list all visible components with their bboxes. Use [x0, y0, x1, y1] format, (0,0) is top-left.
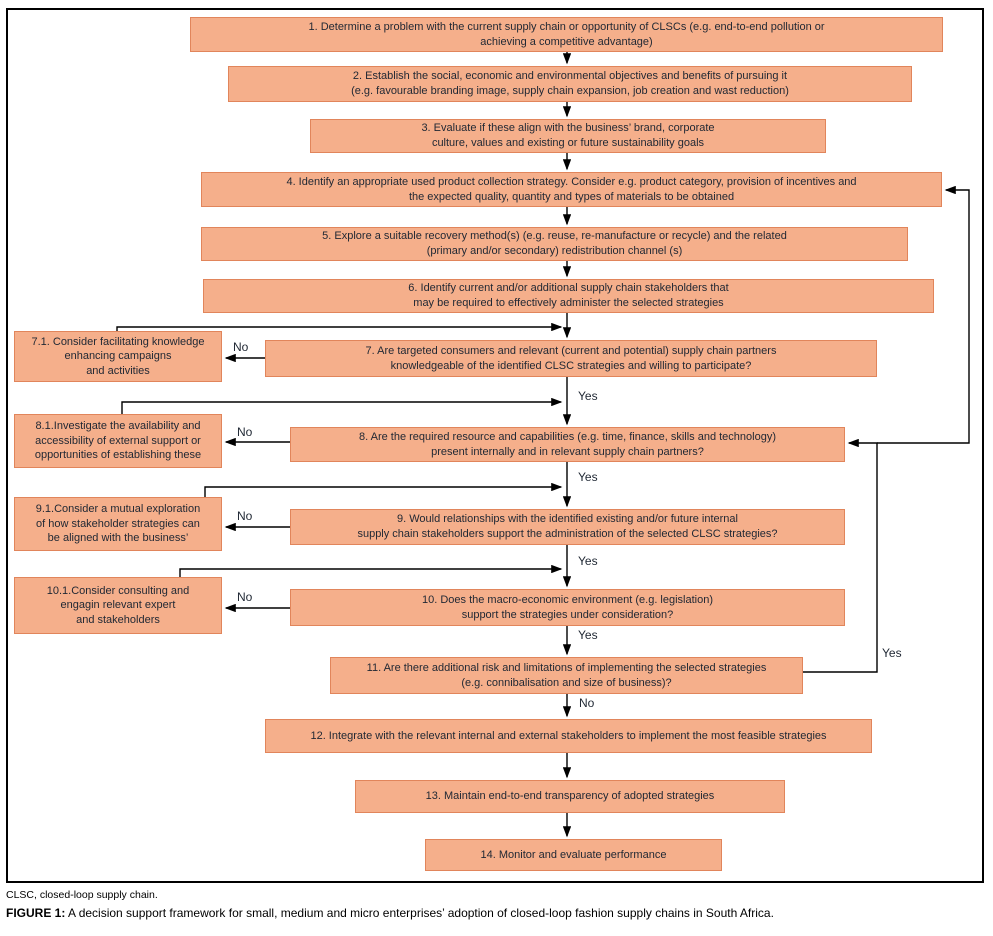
edge-11-yes-to-4 [877, 185, 970, 444]
label-no-9: No [237, 509, 253, 523]
edge-7-1-return [116, 322, 563, 332]
flow-step-14: 14. Monitor and evaluate performance [425, 839, 722, 871]
edge-11-yes-to-8 [803, 438, 878, 673]
flow-step-6: 6. Identify current and/or additional su… [203, 279, 934, 313]
label-no-10: No [237, 590, 253, 604]
figure-caption-label: FIGURE 1: [6, 906, 66, 920]
label-no-11: No [579, 696, 595, 710]
flow-step-13: 13. Maintain end-to-end transparency of … [355, 780, 785, 813]
flow-step-9: 9. Would relationships with the identifi… [290, 509, 845, 545]
label-no-8: No [237, 425, 253, 439]
flow-step-3: 3. Evaluate if these align with the busi… [310, 119, 826, 153]
flow-step-9-1: 9.1.Consider a mutual exploration of how… [14, 497, 222, 551]
abbreviation-note: CLSC, closed-loop supply chain. [6, 889, 158, 901]
flow-step-11: 11. Are there additional risk and limita… [330, 657, 803, 694]
flow-step-10: 10. Does the macro-economic environment … [290, 589, 845, 626]
label-yes-8: Yes [578, 470, 598, 484]
label-yes-7: Yes [578, 389, 598, 403]
label-yes-9: Yes [578, 554, 598, 568]
flow-step-8: 8. Are the required resource and capabil… [290, 427, 845, 462]
flow-step-7-1: 7.1. Consider facilitating knowledge enh… [14, 331, 222, 382]
flow-step-5: 5. Explore a suitable recovery method(s)… [201, 227, 908, 261]
flow-step-8-1: 8.1.Investigate the availability and acc… [14, 414, 222, 468]
flow-step-10-1: 10.1.Consider consulting and engagin rel… [14, 577, 222, 634]
flow-step-7: 7. Are targeted consumers and relevant (… [265, 340, 877, 377]
edge-10-1-return [179, 564, 563, 577]
edge-8-1-return [121, 397, 563, 414]
figure-caption: FIGURE 1: A decision support framework f… [6, 906, 774, 920]
flow-step-12: 12. Integrate with the relevant internal… [265, 719, 872, 753]
label-no-7: No [233, 340, 249, 354]
flow-step-1: 1. Determine a problem with the current … [190, 17, 943, 52]
label-yes-11: Yes [882, 646, 902, 660]
label-yes-10: Yes [578, 628, 598, 642]
edge-9-1-return [204, 482, 563, 497]
flow-step-2: 2. Establish the social, economic and en… [228, 66, 912, 102]
figure-caption-text: A decision support framework for small, … [65, 906, 774, 920]
flow-step-4: 4. Identify an appropriate used product … [201, 172, 942, 207]
figure-border [6, 8, 984, 883]
